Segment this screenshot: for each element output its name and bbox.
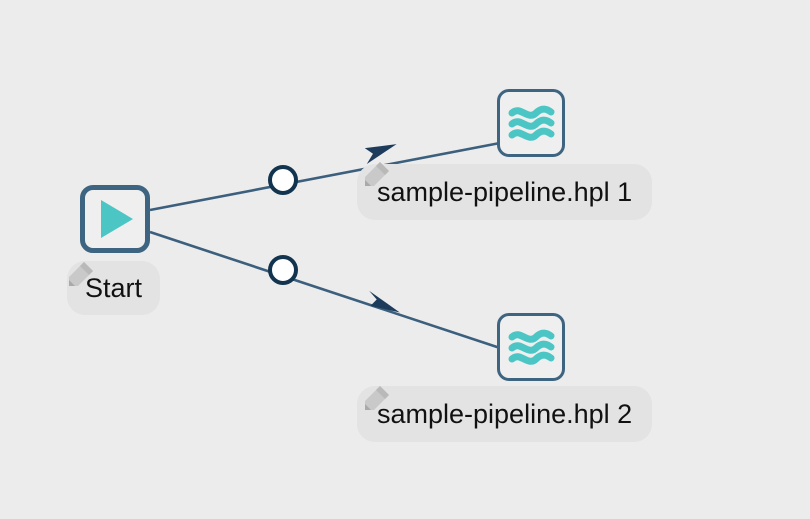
hop-start-to-pipeline-2[interactable] <box>149 230 501 350</box>
node-start-icon-box[interactable] <box>80 185 150 253</box>
pipeline-waves-icon <box>508 329 555 365</box>
hop-line[interactable] <box>149 141 501 212</box>
hop-handle-circle[interactable] <box>268 165 298 195</box>
node-pipeline-1-label[interactable]: sample-pipeline.hpl 1 <box>357 164 653 220</box>
node-pipeline-2-label-text: sample-pipeline.hpl 2 <box>377 398 633 429</box>
node-pipeline-1-label-text: sample-pipeline.hpl 1 <box>377 176 633 207</box>
hop-arrowhead <box>364 144 397 165</box>
hop-line[interactable] <box>149 230 501 350</box>
play-triangle-icon <box>101 200 133 238</box>
node-pipeline-2-label[interactable]: sample-pipeline.hpl 2 <box>357 386 653 442</box>
hop-handle-circle[interactable] <box>268 255 298 285</box>
node-start-label[interactable]: Start <box>67 261 161 315</box>
pipeline-waves-icon <box>508 105 555 141</box>
node-start-label-text: Start <box>85 272 143 303</box>
node-pipeline-2-icon-box[interactable] <box>497 313 565 381</box>
hop-start-to-pipeline-1[interactable] <box>149 141 501 212</box>
node-pipeline-1-icon-box[interactable] <box>497 89 565 157</box>
hop-arrowhead <box>369 290 400 313</box>
